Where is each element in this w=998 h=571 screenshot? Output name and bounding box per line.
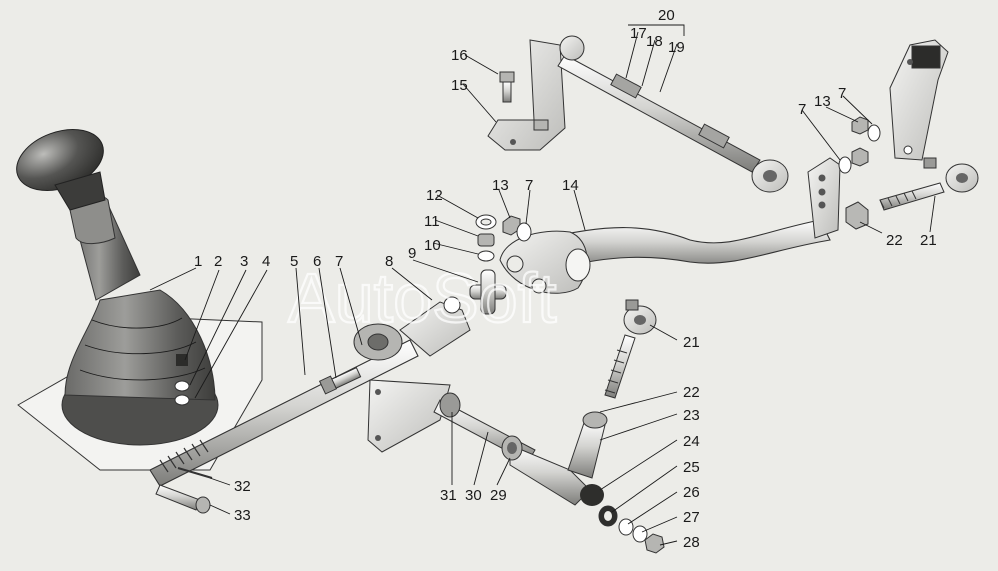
callout-15: 15 [451,77,468,94]
callout-7: 7 [335,253,343,270]
ujoint-washers [475,214,497,262]
callout-32: 32 [234,478,251,495]
callout-20: 20 [658,7,675,24]
boot-fasteners [174,354,190,406]
cotter-pin-32 [177,467,213,479]
callout-7d: 7 [838,85,846,102]
callout-16: 16 [451,47,468,64]
upper-rod [557,35,789,193]
leader-lines [149,24,936,546]
callout-25: 25 [683,459,700,476]
upper-bracket [487,39,566,151]
callout-4: 4 [262,253,270,270]
universal-joint-cross [469,269,507,315]
callout-13: 13 [492,177,509,194]
bolt-16 [499,71,515,103]
callout-8: 8 [385,253,393,270]
callout-31: 31 [440,487,457,504]
ball-joint-21-right [879,157,979,211]
ball-joint-21-lower [604,299,657,399]
bushings-29 [501,435,523,461]
callout-12: 12 [426,187,443,204]
rod-clamp [353,296,471,361]
return-spring [159,439,209,473]
callout-labels: 1 2 3 4 5 6 7 8 9 10 11 12 13 7 14 15 16… [194,7,937,551]
callout-22: 22 [886,232,903,249]
clamp-bolt [318,367,362,395]
callout-26: 26 [683,484,700,501]
watermark: AutoSoft [288,259,557,337]
knob-neck [54,171,106,211]
upper-right-washers [838,116,881,174]
callout-29: 29 [490,487,507,504]
callout-3: 3 [240,253,248,270]
nut-22-upper [845,201,869,230]
callout-28: 28 [683,534,700,551]
callout-21b: 21 [683,334,700,351]
callout-21: 21 [920,232,937,249]
callout-2: 2 [214,253,222,270]
callout-10: 10 [424,237,441,254]
callout-27: 27 [683,509,700,526]
lower-washers [598,505,665,554]
callout-7c: 7 [798,101,806,118]
callout-6: 6 [313,253,321,270]
lever-nut-washer [502,215,532,242]
transfer-lever [539,219,831,269]
callout-18: 18 [646,33,663,50]
callout-1: 1 [194,253,202,270]
callout-7b: 7 [525,177,533,194]
callout-30: 30 [465,487,482,504]
upper-right-bracket [889,39,949,161]
callout-19: 19 [668,39,685,56]
callout-5: 5 [290,253,298,270]
callout-24: 24 [683,433,700,450]
callout-23: 23 [683,407,700,424]
callout-22b: 22 [683,384,700,401]
pin-33 [155,484,211,514]
callout-17: 17 [630,25,647,42]
callout-11: 11 [424,213,440,230]
callout-14: 14 [562,177,579,194]
callout-33: 33 [234,507,251,524]
callout-9: 9 [408,245,416,262]
callout-13b: 13 [814,93,831,110]
lower-lever [509,411,608,506]
lever-bracket [807,157,841,239]
